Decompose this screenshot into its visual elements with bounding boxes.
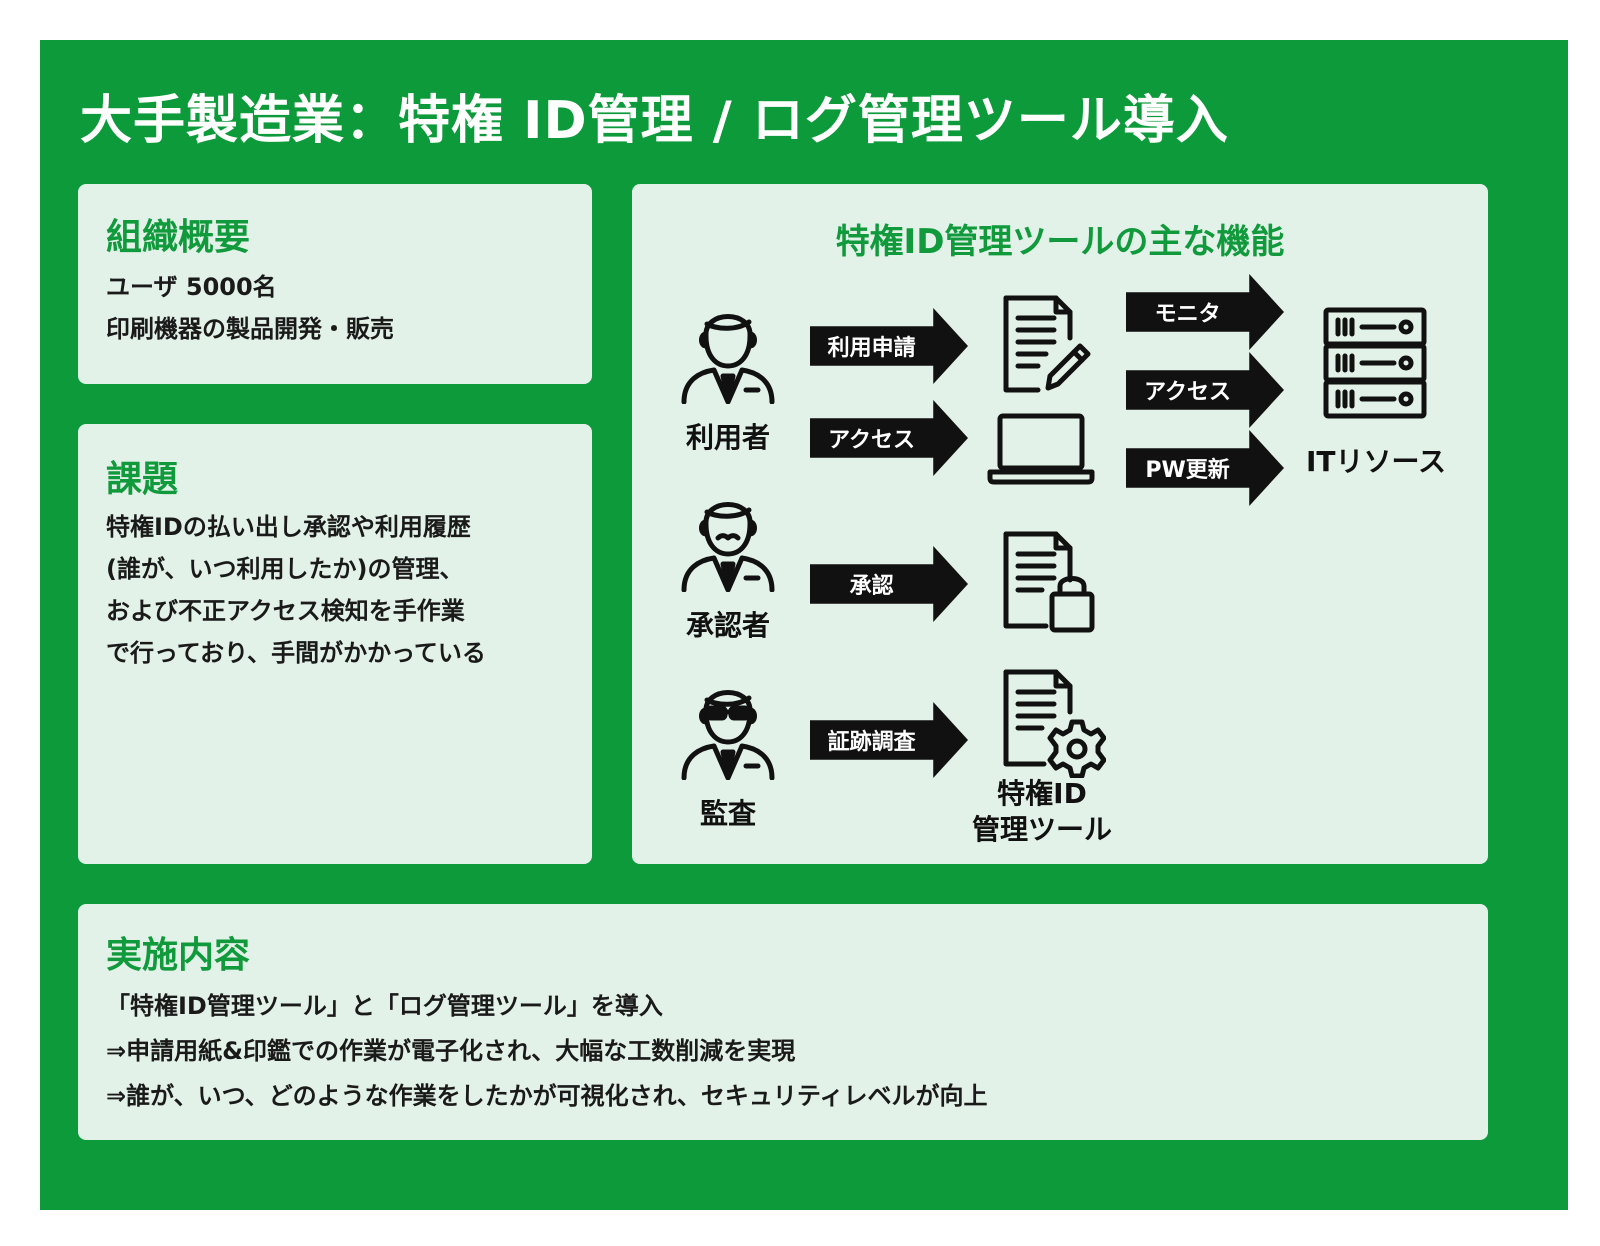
arrow-access-user: アクセス [810,400,968,476]
issue-card: 課題 特権IDの払い出し承認や利用履歴 (誰が、いつ利用したか)の管理、 および… [78,424,592,864]
tool-label-line1: 特権ID [997,777,1087,810]
org-body: ユーザ 5000名 印刷機器の製品開発・販売 [106,266,394,350]
implementation-line: ⇒誰が、いつ、どのような作業をしたかが可視化され、セキュリティレベルが向上 [106,1082,988,1110]
issue-line: 特権IDの払い出し承認や利用履歴 [106,513,471,541]
person-user-icon [681,314,775,404]
arrow-pw-update-label: PW更新 [1145,458,1230,483]
tool-label: 特権ID 管理ツール [950,776,1134,848]
implementation-heading: 実施内容 [106,935,251,976]
issue-heading: 課題 [106,459,179,500]
org-line: 印刷機器の製品開発・販売 [106,315,394,343]
org-card: 組織概要 ユーザ 5000名 印刷機器の製品開発・販売 [78,184,592,384]
document-gear-icon [1003,669,1106,778]
implementation-body: 「特権ID管理ツール」と「ログ管理ツール」を導入 ⇒申請用紙&印鑑での作業が電子… [106,984,987,1119]
arrow-monitor: モニタ [1126,274,1284,350]
role-user-label: 利用者 [685,421,770,454]
arrow-trace-label: 証跡調査 [827,730,916,755]
implementation-line: ⇒申請用紙&印鑑での作業が電子化され、大幅な工数削減を実現 [106,1037,796,1065]
arrow-access-user-label: アクセス [828,428,916,453]
person-approver-icon [681,502,775,592]
org-heading: 組織概要 [106,217,251,258]
page-title: 大手製造業：特権 ID管理 / ログ管理ツール導入 [80,91,1229,151]
person-auditor-icon [681,690,775,780]
issue-line: (誰が、いつ利用したか)の管理、 [106,555,464,583]
document-edit-icon [1003,295,1091,393]
document-lock-icon [1003,531,1095,633]
resource-label: ITリソース [1305,445,1447,478]
arrow-access-tool: アクセス [1126,352,1284,428]
arrow-request-label: 利用申請 [827,336,916,361]
org-line: ユーザ 5000名 [106,273,277,301]
server-icon [1323,307,1427,419]
issue-line: で行っており、手間がかかっている [106,639,486,667]
arrow-pw-update: PW更新 [1126,430,1284,506]
tool-label-line2: 管理ツール [971,813,1112,846]
implementation-card: 実施内容 「特権ID管理ツール」と「ログ管理ツール」を導入 ⇒申請用紙&印鑑での… [78,904,1488,1140]
arrow-approve-label: 承認 [849,574,894,599]
role-auditor-label: 監査 [699,797,756,830]
functions-card: 特権ID管理ツールの主な機能 利用者 承認者 監査 利用申請 [632,184,1488,864]
arrow-monitor-label: モニタ [1154,302,1221,327]
issue-line: および不正アクセス検知を手作業 [106,597,465,625]
issue-body: 特権IDの払い出し承認や利用履歴 (誰が、いつ利用したか)の管理、 および不正ア… [106,506,486,674]
arrow-trace: 証跡調査 [810,702,968,778]
functions-heading: 特権ID管理ツールの主な機能 [835,222,1285,262]
arrow-approve: 承認 [810,546,968,622]
implementation-line: 「特権ID管理ツール」と「ログ管理ツール」を導入 [106,992,663,1020]
arrow-access-tool-label: アクセス [1144,380,1232,405]
role-approver-label: 承認者 [685,609,770,642]
laptop-icon [987,413,1095,485]
arrow-request: 利用申請 [810,308,968,384]
